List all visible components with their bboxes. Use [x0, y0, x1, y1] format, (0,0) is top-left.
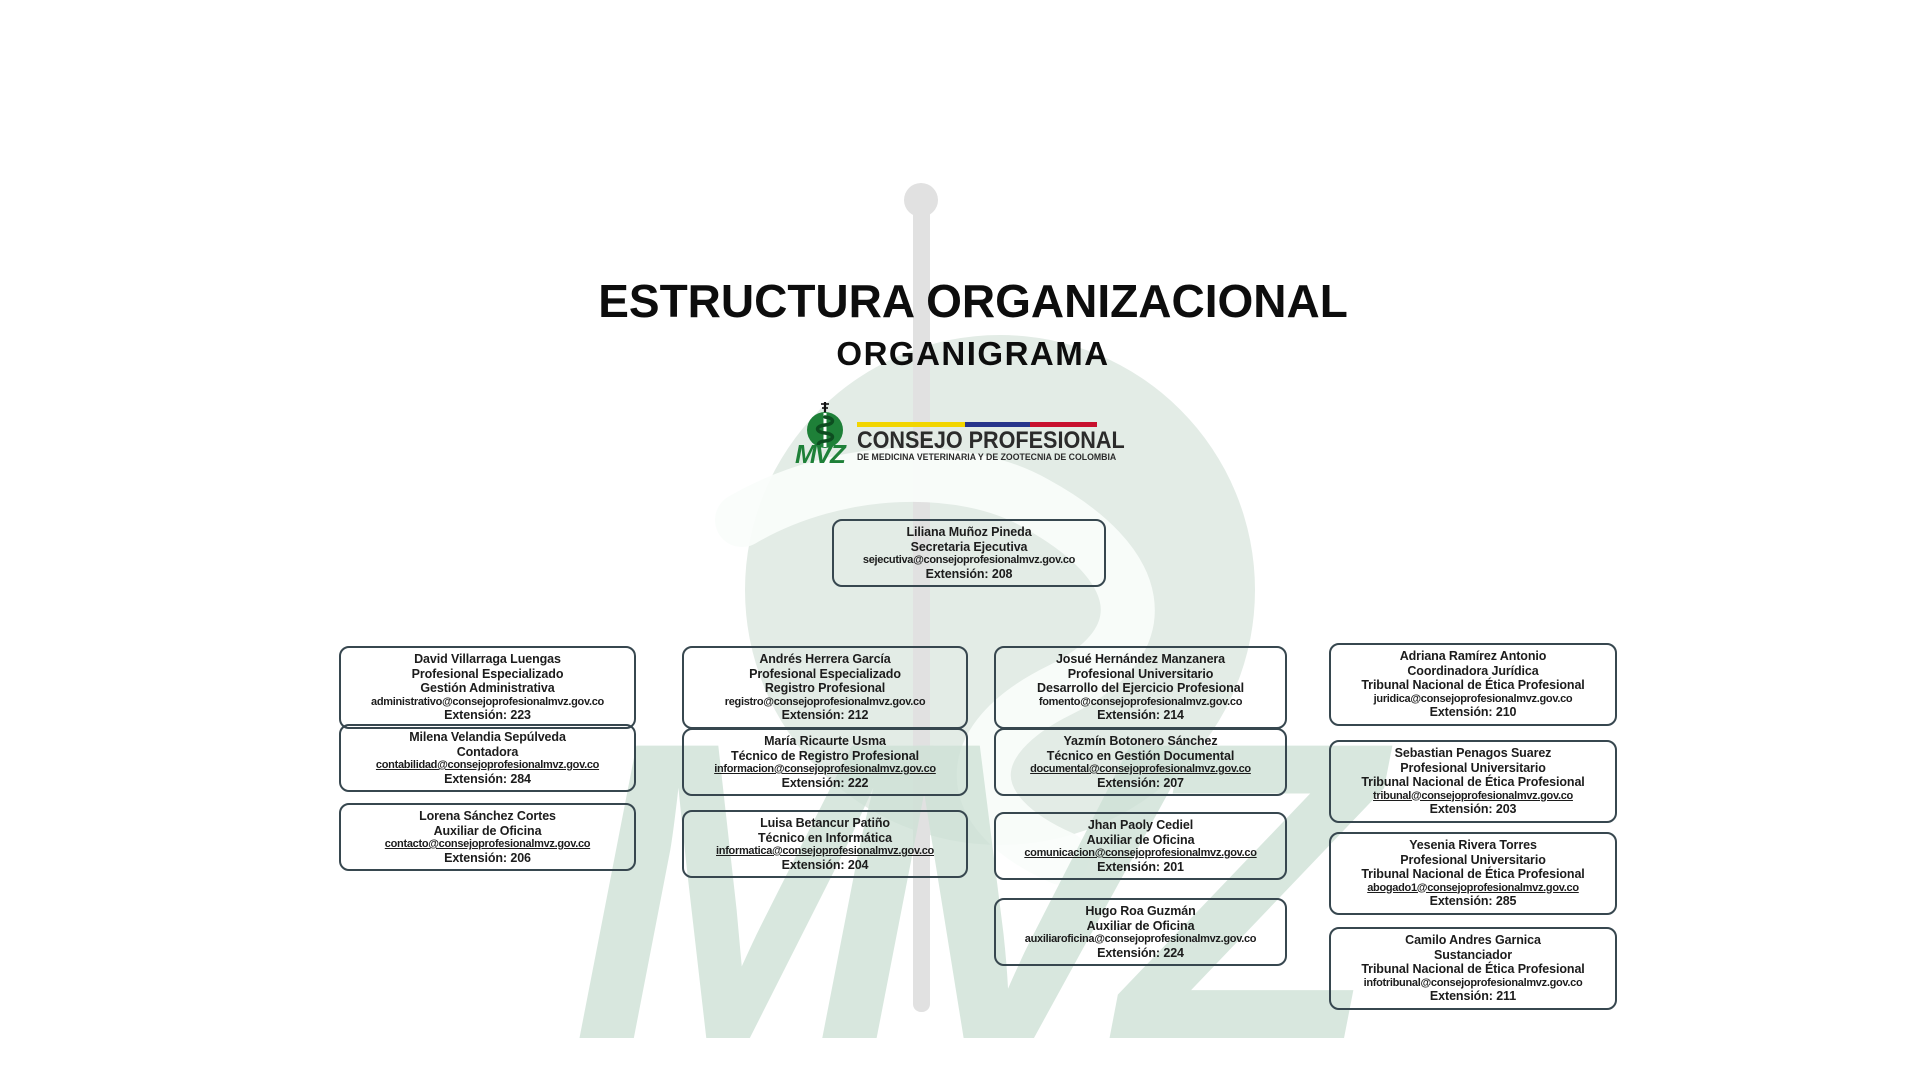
org-box: Hugo Roa Guzmán Auxiliar de Oficina auxi… [994, 898, 1287, 967]
person-email: auxiliaroficina@consejoprofesionalmvz.go… [1024, 933, 1257, 945]
org-box: Luisa Betancur Patiño Técnico en Informá… [682, 810, 968, 879]
person-role: Auxiliar de Oficina [433, 823, 542, 838]
person-extension: Extensión: 212 [781, 708, 869, 723]
person-role: Secretaria Ejecutiva [910, 539, 1028, 554]
person-role: Técnico en Informática [758, 830, 892, 845]
org-box: Milena Velandia Sepúlveda Contadora cont… [339, 724, 636, 793]
person-email[interactable]: tribunal@consejoprofesionalmvz.gov.co [1373, 789, 1573, 802]
person-name: Luisa Betancur Patiño [760, 816, 890, 830]
person-extension: Extensión: 214 [1097, 708, 1184, 723]
person-email[interactable]: abogado1@consejoprofesionalmvz.gov.co [1367, 881, 1579, 894]
person-unit: Gestión Administrativa [420, 681, 555, 695]
person-email[interactable]: documental@consejoprofesionalmvz.gov.co [1030, 763, 1251, 775]
person-extension: Extensión: 206 [444, 850, 531, 865]
person-role: Técnico de Registro Profesional [731, 748, 919, 763]
page-title: ESTRUCTURA ORGANIZACIONAL [598, 275, 1348, 327]
org-box: Camilo Andres Garnica Sustanciador Tribu… [1329, 927, 1617, 1010]
person-unit: Registro Profesional [764, 681, 886, 695]
org-box: Sebastian Penagos Suarez Profesional Uni… [1329, 740, 1617, 823]
org-box: Yazmín Botonero Sánchez Técnico en Gesti… [994, 728, 1287, 797]
org-box: Yesenia Rivera Torres Profesional Univer… [1329, 832, 1617, 915]
person-name: Camilo Andres Garnica [1405, 933, 1541, 947]
person-extension: Extensión: 224 [1097, 945, 1184, 960]
header: ESTRUCTURA ORGANIZACIONAL ORGANIGRAMA [13, 278, 1920, 370]
person-role: Coordinadora Jurídica [1407, 663, 1539, 678]
person-name: Josué Hernández Manzanera [1055, 652, 1226, 666]
flag-blue [965, 422, 1030, 427]
staff-rod-icon [913, 200, 930, 1012]
mvz-emblem-icon: MVZ [795, 402, 849, 466]
person-extension: Extensión: 203 [1429, 802, 1517, 817]
flag-red [1029, 422, 1097, 427]
person-name: Adriana Ramírez Antonio [1399, 649, 1547, 663]
person-email[interactable]: contacto@consejoprofesionalmvz.gov.co [384, 838, 591, 850]
person-name: María Ricaurte Usma [764, 734, 886, 748]
person-unit: Tribunal Nacional de Ética Profesional [1361, 867, 1585, 881]
person-name: Sebastian Penagos Suarez [1394, 746, 1552, 760]
logo-acronym: MVZ [795, 439, 847, 466]
colombia-flag-bar [857, 422, 1097, 427]
org-box: Liliana Muñoz Pineda Secretaria Ejecutiv… [832, 519, 1106, 588]
person-role: Profesional Especializado [749, 666, 901, 681]
person-email: registro@consejoprofesionalmvz.gov.co [724, 695, 926, 708]
org-box: David Villarraga Luengas Profesional Esp… [339, 646, 636, 729]
person-email: juridica@consejoprofesionalmvz.gov.co [1373, 692, 1573, 705]
person-name: Yesenia Rivera Torres [1409, 838, 1537, 852]
logo-tagline: DE MEDICINA VETERINARIA Y DE ZOOTECNIA D… [857, 452, 1117, 463]
person-unit: Tribunal Nacional de Ética Profesional [1361, 678, 1585, 692]
person-name: Andrés Herrera García [759, 652, 891, 666]
org-box: Andrés Herrera García Profesional Especi… [682, 646, 968, 729]
person-email[interactable]: informatica@consejoprofesionalmvz.gov.co [716, 845, 934, 857]
person-email: administrativo@consejoprofesionalmvz.gov… [371, 695, 604, 708]
snake-swoosh-icon [715, 447, 1155, 885]
person-extension: Extensión: 204 [781, 857, 869, 872]
person-extension: Extensión: 208 [925, 566, 1013, 581]
person-role: Sustanciador [1434, 947, 1512, 962]
person-name: David Villarraga Luengas [414, 652, 561, 666]
person-unit: Desarrollo del Ejercicio Profesional [1037, 681, 1244, 695]
person-name: Yazmín Botonero Sánchez [1063, 734, 1218, 748]
person-email: fomento@consejoprofesionalmvz.gov.co [1038, 695, 1243, 708]
flag-yellow [857, 422, 965, 427]
person-name: Liliana Muñoz Pineda [906, 525, 1032, 539]
org-box: Adriana Ramírez Antonio Coordinadora Jur… [1329, 643, 1617, 726]
logo-wordmark: CONSEJO PROFESIONAL DE MEDICINA VETERINA… [857, 422, 1125, 463]
person-role: Técnico en Gestión Documental [1046, 748, 1235, 763]
person-extension: Extensión: 207 [1097, 775, 1184, 790]
person-extension: Extensión: 201 [1097, 859, 1184, 874]
person-role: Profesional Especializado [411, 666, 564, 681]
org-box: Lorena Sánchez Cortes Auxiliar de Oficin… [339, 803, 636, 872]
person-unit: Tribunal Nacional de Ética Profesional [1361, 962, 1585, 976]
person-role: Profesional Universitario [1067, 666, 1214, 681]
person-email: infotribunal@consejoprofesionalmvz.gov.c… [1363, 976, 1583, 989]
person-extension: Extensión: 210 [1429, 705, 1517, 720]
person-name: Milena Velandia Sepúlveda [409, 730, 566, 744]
person-email[interactable]: informacion@consejoprofesionalmvz.gov.co [714, 763, 936, 775]
org-box: María Ricaurte Usma Técnico de Registro … [682, 728, 968, 797]
person-role: Auxiliar de Oficina [1086, 918, 1195, 933]
person-role: Profesional Universitario [1400, 852, 1546, 867]
person-extension: Extensión: 222 [781, 775, 869, 790]
person-extension: Extensión: 284 [444, 771, 531, 786]
person-email[interactable]: comunicacion@consejoprofesionalmvz.gov.c… [1024, 847, 1257, 859]
org-box: Jhan Paoly Cediel Auxiliar de Oficina co… [994, 812, 1287, 881]
org-box: Josué Hernández Manzanera Profesional Un… [994, 646, 1287, 729]
person-email[interactable]: contabilidad@consejoprofesionalmvz.gov.c… [375, 759, 600, 771]
person-extension: Extensión: 285 [1429, 894, 1517, 909]
person-unit: Tribunal Nacional de Ética Profesional [1361, 775, 1585, 789]
person-name: Jhan Paoly Cediel [1087, 818, 1194, 832]
logo-name: CONSEJO PROFESIONAL [857, 427, 1125, 454]
watermark-mvz-text: MVZ [572, 654, 1398, 1080]
person-extension: Extensión: 211 [1429, 989, 1517, 1004]
consejo-logo: MVZ CONSEJO PROFESIONAL DE MEDICINA VETE… [795, 400, 1125, 466]
person-email: sejecutiva@consejoprofesionalmvz.gov.co [862, 554, 1076, 566]
page-subtitle: ORGANIGRAMA [836, 335, 1110, 372]
person-role: Contadora [456, 744, 519, 759]
person-role: Profesional Universitario [1400, 760, 1546, 775]
person-name: Hugo Roa Guzmán [1085, 904, 1196, 918]
person-role: Auxiliar de Oficina [1086, 832, 1195, 847]
person-extension: Extensión: 223 [444, 708, 531, 723]
person-name: Lorena Sánchez Cortes [419, 809, 556, 823]
